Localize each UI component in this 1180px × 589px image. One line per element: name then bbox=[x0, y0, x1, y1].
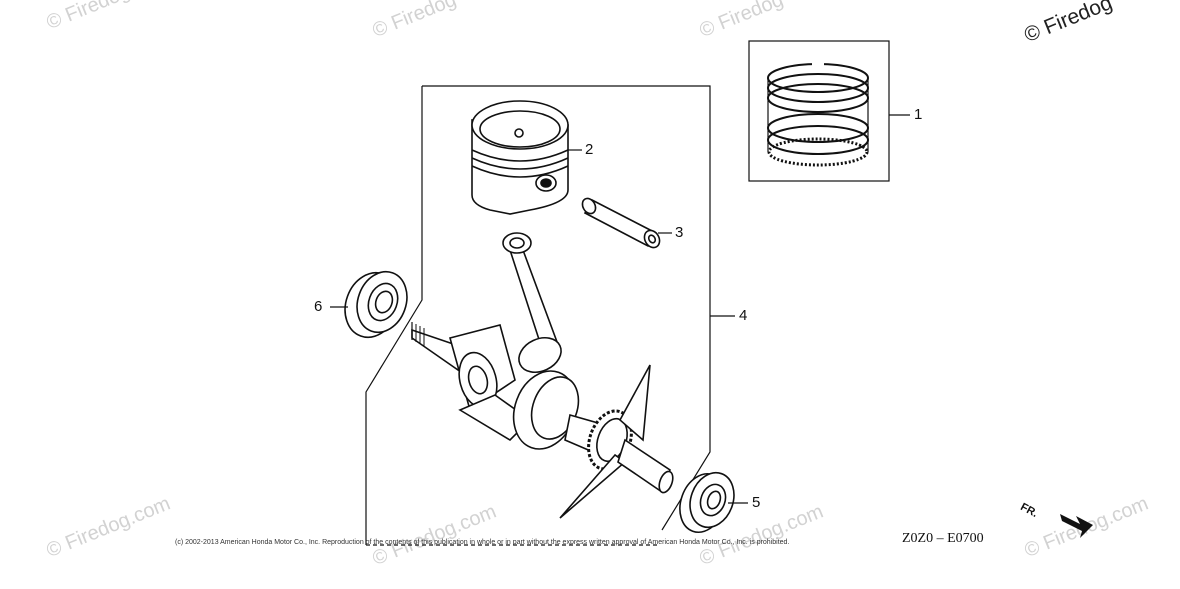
callout-2[interactable]: 2 bbox=[585, 141, 594, 158]
callout-4[interactable]: 4 bbox=[739, 307, 748, 324]
copyright-notice: (c) 2002-2013 American Honda Motor Co., … bbox=[175, 539, 790, 546]
piston-rings-icon bbox=[767, 60, 869, 167]
piston-icon bbox=[471, 100, 569, 215]
piston-ring-box bbox=[748, 40, 890, 182]
crankshaft-assembly-icon bbox=[411, 232, 674, 519]
front-direction-arrow-icon bbox=[1060, 514, 1093, 538]
diagram-code: Z0Z0 – E0700 bbox=[902, 531, 984, 546]
callout-6[interactable]: 6 bbox=[314, 298, 323, 315]
oil-seal-left-icon bbox=[344, 270, 408, 339]
assembly-outline bbox=[365, 85, 711, 546]
oil-seal-right-icon bbox=[679, 471, 735, 533]
leader-lines bbox=[330, 114, 910, 504]
callout-1[interactable]: 1 bbox=[914, 106, 923, 123]
piston-pin-icon bbox=[581, 197, 661, 249]
callout-3[interactable]: 3 bbox=[675, 224, 684, 241]
callout-5[interactable]: 5 bbox=[752, 494, 761, 511]
